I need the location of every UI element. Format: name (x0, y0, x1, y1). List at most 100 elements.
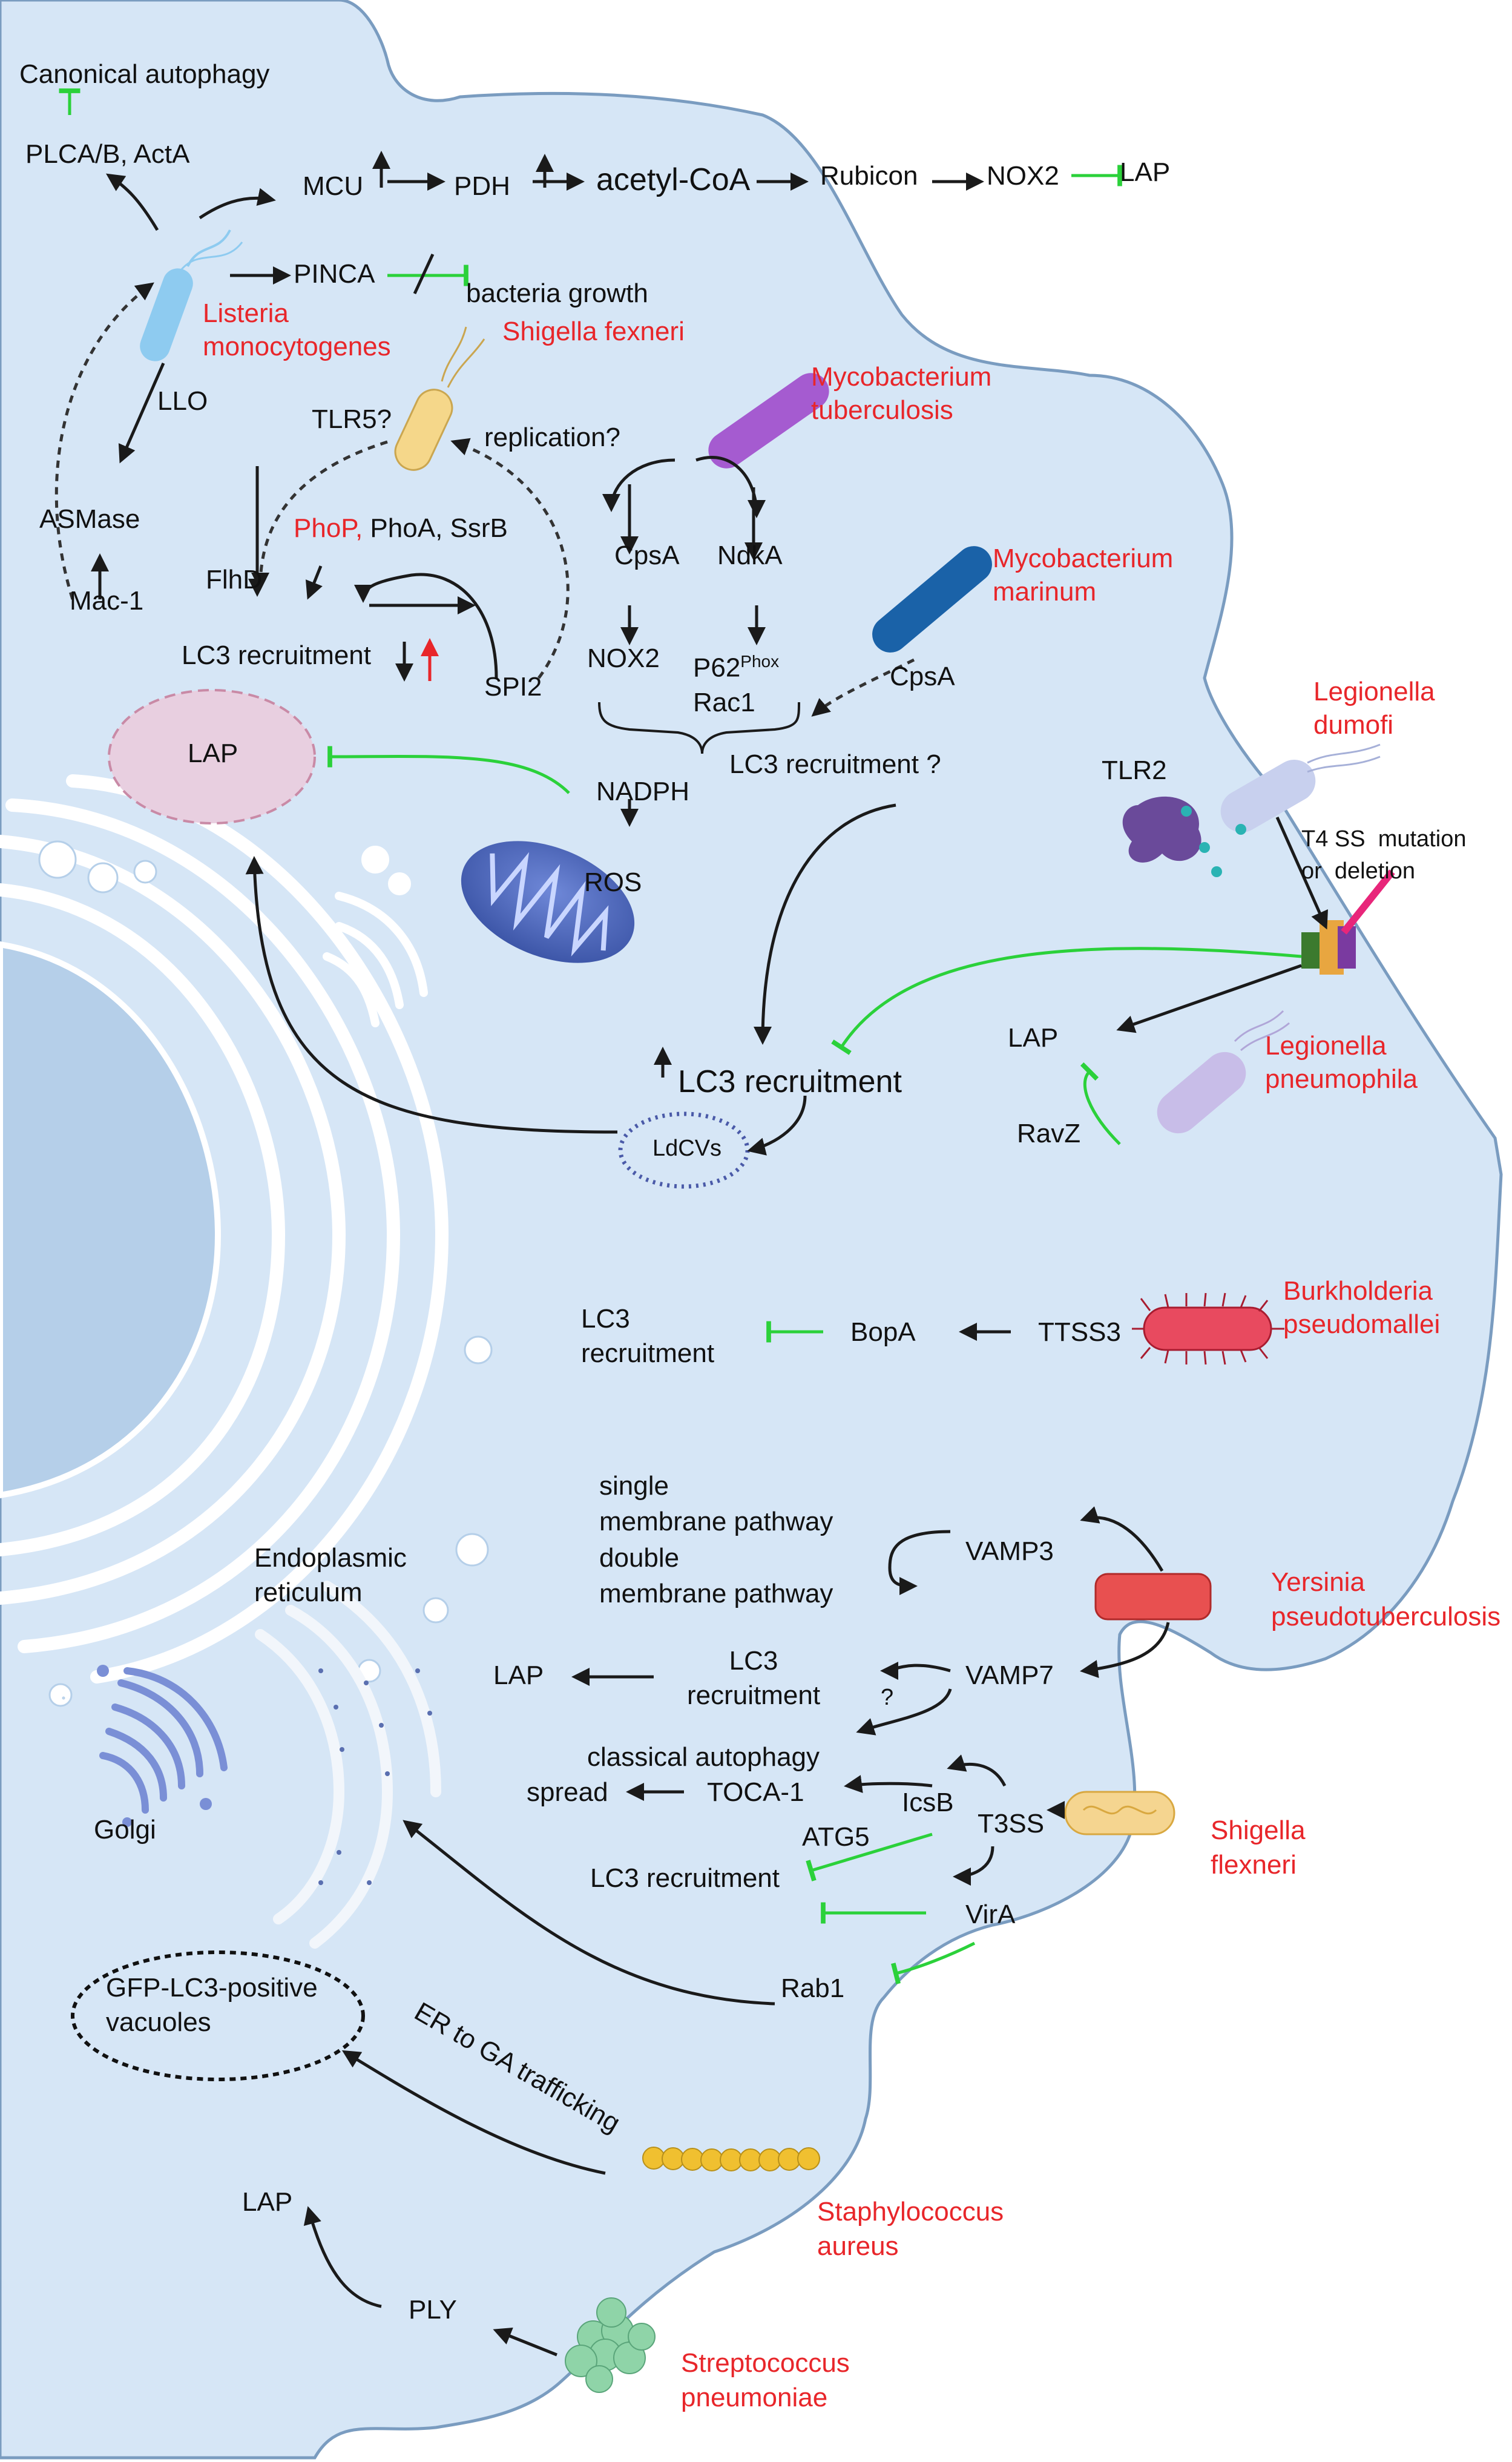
label-toca1: TOCA-1 (707, 1777, 804, 1807)
label-yersinia: Yersinia pseudotuberculosis (1271, 1567, 1501, 1632)
label-acetyl-coa: acetyl-CoA (596, 162, 751, 197)
label-listeria: Listeria monocytogenes (203, 298, 391, 361)
inhibition-arrows (59, 88, 1302, 1984)
label-ldcvs: LdCVs (652, 1136, 722, 1161)
label-legionella-dumofi: Legionella dumofi (1313, 677, 1435, 740)
label-gfp-lc3-vacuoles: GFP-LC3-positive vacuoles (106, 1973, 318, 2038)
label-legionella-pneumophila: Legionella pneumophila (1265, 1031, 1418, 1094)
label-t3ss: T3SS (978, 1809, 1045, 1838)
label-ros: ROS (584, 867, 642, 897)
label-mcu: MCU (303, 171, 364, 201)
label-pdh: PDH (454, 171, 510, 201)
legionella-dumofi-bacterium (1220, 743, 1381, 832)
label-atg5: ATG5 (802, 1822, 870, 1852)
label-ravz: RavZ (1017, 1119, 1081, 1148)
label-mac1: Mac-1 (70, 586, 144, 616)
label-rubicon: Rubicon (820, 161, 918, 191)
marinum-bacterium (872, 546, 992, 653)
t4ss-complex (1301, 869, 1395, 975)
label-lc3-recruitment-center: LC3 recruitment (678, 1064, 902, 1099)
label-vira: VirA (965, 1900, 1016, 1929)
label-bacteria-growth: bacteria growth (466, 278, 648, 308)
label-spi2: SPI2 (484, 672, 542, 702)
label-pinca: PINCA (294, 259, 375, 289)
label-bopa: BopA (850, 1317, 916, 1347)
label-llo: LLO (157, 386, 208, 416)
tlr2-receptor (1122, 796, 1246, 877)
label-strep: Streptococcus pneumoniae (681, 2348, 850, 2413)
label-cpsa-mtb: CpsA (614, 541, 680, 570)
mitochondrion (461, 841, 635, 963)
label-rac1: Rac1 (693, 688, 755, 717)
er-vesicles (38, 840, 493, 1707)
label-p62: P62 (693, 653, 741, 683)
golgi-vesicles (97, 1665, 212, 1827)
label-asmase: ASMase (39, 504, 140, 534)
yersinia-bacterium (1094, 1573, 1212, 1621)
strep-bacterium (565, 2297, 656, 2393)
label-lap-strep: LAP (242, 2187, 293, 2217)
staph-bacterium (642, 2147, 820, 2171)
label-p62phox-line: P62Phox (693, 653, 779, 682)
endoplasmic-reticulum (255, 1581, 441, 1949)
nucleus (0, 941, 222, 1499)
label-lap-legionella: LAP (1008, 1023, 1059, 1053)
activation-arrows (91, 151, 1328, 2357)
label-lap-yersinia: LAP (493, 1661, 544, 1690)
golgi-top (323, 846, 428, 1027)
label-lc3-recruitment-shig: LC3 recruitment (590, 1863, 780, 1893)
label-ttss3: TTSS3 (1038, 1317, 1121, 1347)
lap-vacuole (108, 689, 316, 825)
bracket-nox2 (598, 702, 800, 754)
label-nadph: NADPH (596, 777, 690, 806)
label-cpsa-marinum: CpsA (890, 662, 955, 691)
pinca-cross-mark (413, 253, 435, 295)
er-ribosomes (318, 1668, 432, 1885)
legionella-pneumophila-bacterium (1157, 1010, 1290, 1134)
label-question: ? (881, 1685, 894, 1710)
label-lc3-recruitment-burk: LC3 recruitment (581, 1304, 715, 1369)
label-marinum: Mycobacterium marinum (993, 544, 1174, 607)
label-vamp7: VAMP7 (965, 1661, 1054, 1690)
burkholderia-bacterium (1132, 1292, 1284, 1365)
shigella-bottom-bacterium (1064, 1791, 1175, 1835)
label-ply: PLY (409, 2295, 457, 2325)
label-nox2-top: NOX2 (987, 161, 1059, 191)
label-spread: spread (527, 1777, 608, 1807)
gfp-lc3-vacuole (71, 1950, 365, 2081)
label-golgi: Golgi (94, 1815, 156, 1845)
label-lc3-recruitment-1: LC3 recruitment (182, 640, 372, 670)
dashed-arrows (54, 282, 915, 717)
label-plca-acta: PLCA/B, ActA (25, 139, 190, 169)
label-mtb: Mycobacterium tuberculosis (811, 362, 992, 425)
label-lc3-recruitment-q: LC3 recruitment ? (729, 749, 941, 779)
nuclear-envelope-layers (0, 774, 449, 1684)
label-lap-top: LAP (1120, 157, 1171, 187)
listeria-bacterium (140, 229, 243, 361)
label-tlr5: TLR5? (312, 404, 392, 434)
label-phox: Phox (740, 652, 780, 671)
label-ndka: NdkA (717, 541, 783, 570)
label-canonical-autophagy: Canonical autophagy (19, 59, 270, 89)
label-classical-autophagy: classical autophagy (587, 1742, 820, 1772)
label-flhd: FlhD (206, 565, 262, 594)
label-lc3-recruitment-yers: LC3 recruitment (687, 1646, 821, 1711)
label-rab1: Rab1 (781, 1973, 845, 2003)
label-phop-line: PhoP, PhoA, SsrB (294, 513, 508, 543)
label-endoplasmic-reticulum: Endoplasmic reticulum (254, 1543, 407, 1608)
label-nox2-mid: NOX2 (587, 643, 660, 673)
label-single-double-membrane: single membrane pathway double membrane … (599, 1471, 833, 1609)
label-phop: PhoP, (294, 513, 363, 543)
label-shigella-bottom: Shigella flexneri (1211, 1815, 1306, 1880)
shigella-top-bacterium (394, 326, 485, 471)
label-t4ss: T4 SS mutation or deletion (1301, 826, 1467, 884)
label-staph: Staphylococcus aureus (817, 2197, 1004, 2262)
label-shigella-top: Shigella fexneri (502, 317, 685, 346)
label-tlr2: TLR2 (1102, 755, 1167, 785)
mtb-bacterium (708, 373, 829, 469)
golgi (99, 1667, 228, 1814)
label-burkholderia: Burkholderia pseudomallei (1283, 1276, 1441, 1339)
